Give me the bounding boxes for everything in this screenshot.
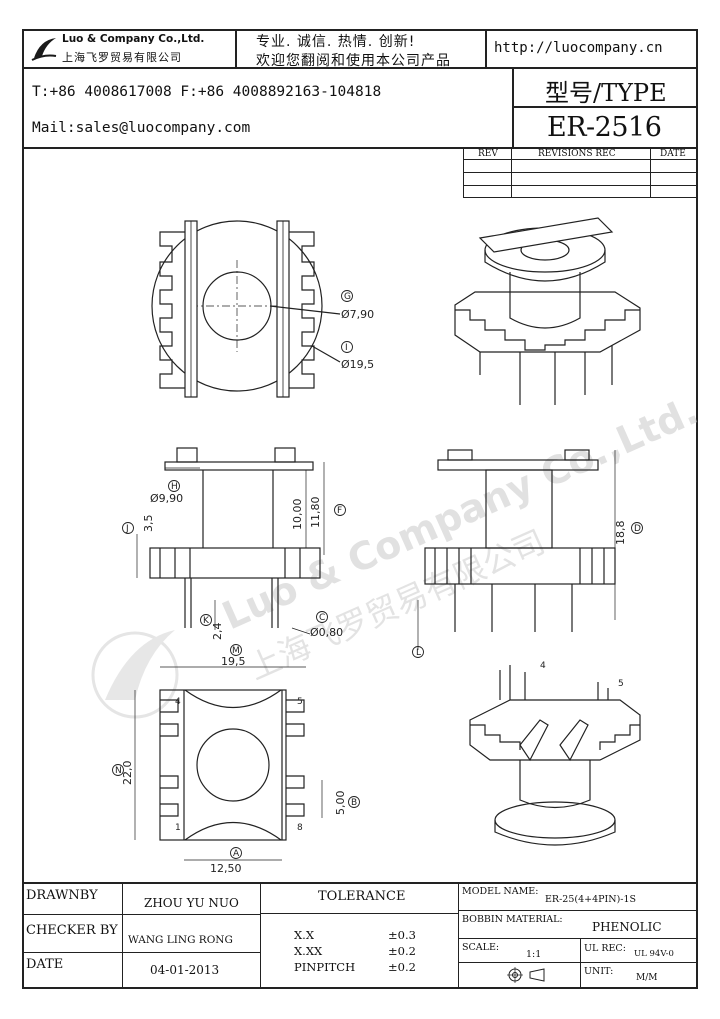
company-name-cn: 上海飞罗贸易有限公司 — [62, 51, 182, 64]
checker-label: CHECKER BY — [26, 923, 118, 938]
header-divider-1 — [22, 67, 698, 69]
rev-col-header: REV — [478, 149, 498, 159]
model-value: ER-25(4+4PIN)-1S — [545, 894, 637, 905]
scale-label: SCALE: — [462, 942, 500, 953]
date-col-header: DATE — [660, 149, 686, 159]
header-vline-3 — [512, 67, 514, 149]
iso-pin-label-4: 4 — [540, 661, 546, 671]
model-label: MODEL NAME: — [462, 886, 539, 897]
watermark: Luo & Company Co.,Ltd. 上海飞罗贸易有限公司 — [91, 388, 705, 719]
marker-i: I — [345, 343, 348, 353]
website-link[interactable]: http://luocompany.cn — [494, 40, 663, 56]
drawn-by-value: ZHOU YU NUO — [144, 896, 239, 910]
dim-g: Ø7,90 — [341, 308, 374, 321]
dim-d: 18,8 — [614, 521, 627, 546]
drawing-frame — [22, 29, 698, 989]
dim-n: 22,0 — [121, 761, 134, 786]
marker-h: H — [171, 482, 178, 492]
checker-value: WANG LING RONG — [128, 934, 233, 946]
tol-xxx-label: X.XX — [294, 944, 323, 958]
type-label: 型号/TYPE — [545, 79, 667, 107]
type-value: ER-2516 — [547, 112, 662, 143]
dim-k: 2,4 — [211, 623, 224, 641]
pin-label-4: 4 — [175, 697, 181, 707]
iso-pin-label-5: 5 — [618, 679, 624, 689]
type-divider — [512, 106, 698, 108]
company-name: Luo & Company Co.,Ltd. — [62, 33, 205, 45]
tol-xxx-value: ±0.2 — [388, 944, 416, 958]
mail-address[interactable]: Mail:sales@luocompany.com — [32, 120, 251, 136]
dim-b: 5,00 — [334, 791, 347, 816]
dim-h: Ø9,90 — [150, 492, 183, 505]
dim-c: Ø0,80 — [310, 626, 343, 639]
scale-value: 1:1 — [526, 949, 542, 960]
drawn-by-label: DRAWNBY — [26, 888, 98, 903]
pin-label-8: 8 — [297, 823, 303, 833]
company-logo — [30, 34, 60, 66]
tol-pin-value: ±0.2 — [388, 960, 416, 974]
pin-label-1: 1 — [175, 823, 181, 833]
slogan-line1: 专业. 诚信. 热情. 创新! — [256, 34, 416, 50]
marker-d: D — [634, 524, 641, 534]
date-label: DATE — [26, 957, 64, 972]
bottom-view — [134, 666, 323, 861]
dim-j: 3,5 — [142, 515, 155, 533]
marker-g: G — [344, 292, 351, 302]
marker-c: C — [319, 613, 325, 623]
header-divider-2 — [22, 147, 698, 149]
dim-i: Ø19,5 — [341, 358, 374, 371]
dim-10: 10,00 — [291, 499, 304, 531]
marker-f: F — [337, 506, 342, 516]
phone-fax: T:+86 4008617008 F:+86 4008892163-104818 — [32, 84, 382, 100]
projection-symbol-icon — [507, 967, 545, 983]
ul-label: UL REC: — [584, 943, 626, 954]
slogan-line2: 欢迎您翻阅和使用本公司产品 — [256, 53, 451, 69]
header-vline-1 — [235, 29, 237, 68]
marker-j: J — [125, 524, 129, 534]
tolerance-label: TOLERANCE — [318, 889, 406, 904]
logo-icon — [31, 38, 57, 61]
tol-pin-label: PINPITCH — [294, 960, 356, 974]
dim-m: 19,5 — [221, 655, 246, 668]
pin-label-5: 5 — [297, 697, 303, 707]
revisions-rec-col-header: REVISIONS REC — [538, 149, 616, 159]
isometric-view-bottom — [469, 665, 641, 846]
unit-label: UNIT: — [584, 966, 614, 977]
bobbin-value: PHENOLIC — [592, 920, 662, 934]
marker-a: A — [233, 849, 240, 859]
front-view — [136, 447, 325, 635]
marker-m: M — [232, 646, 240, 656]
ul-value: UL 94V-0 — [634, 949, 674, 959]
tol-xx-value: ±0.3 — [388, 928, 416, 942]
watermark-text: Luo & Company Co.,Ltd. — [216, 388, 705, 638]
marker-b: B — [351, 798, 357, 808]
header-vline-2 — [485, 29, 487, 68]
tol-xx-label: X.X — [294, 928, 315, 942]
top-view — [151, 220, 323, 398]
date-value: 04-01-2013 — [150, 963, 220, 977]
isometric-view-top — [454, 217, 641, 405]
bobbin-label: BOBBIN MATERIAL: — [462, 914, 563, 925]
dim-a: 12,50 — [210, 862, 242, 875]
marker-n: N — [115, 766, 122, 776]
marker-k: K — [203, 616, 210, 626]
marker-l: L — [416, 648, 421, 658]
dim-f: 11,80 — [309, 497, 322, 529]
unit-value: M/M — [636, 973, 658, 983]
side-view — [417, 449, 616, 650]
